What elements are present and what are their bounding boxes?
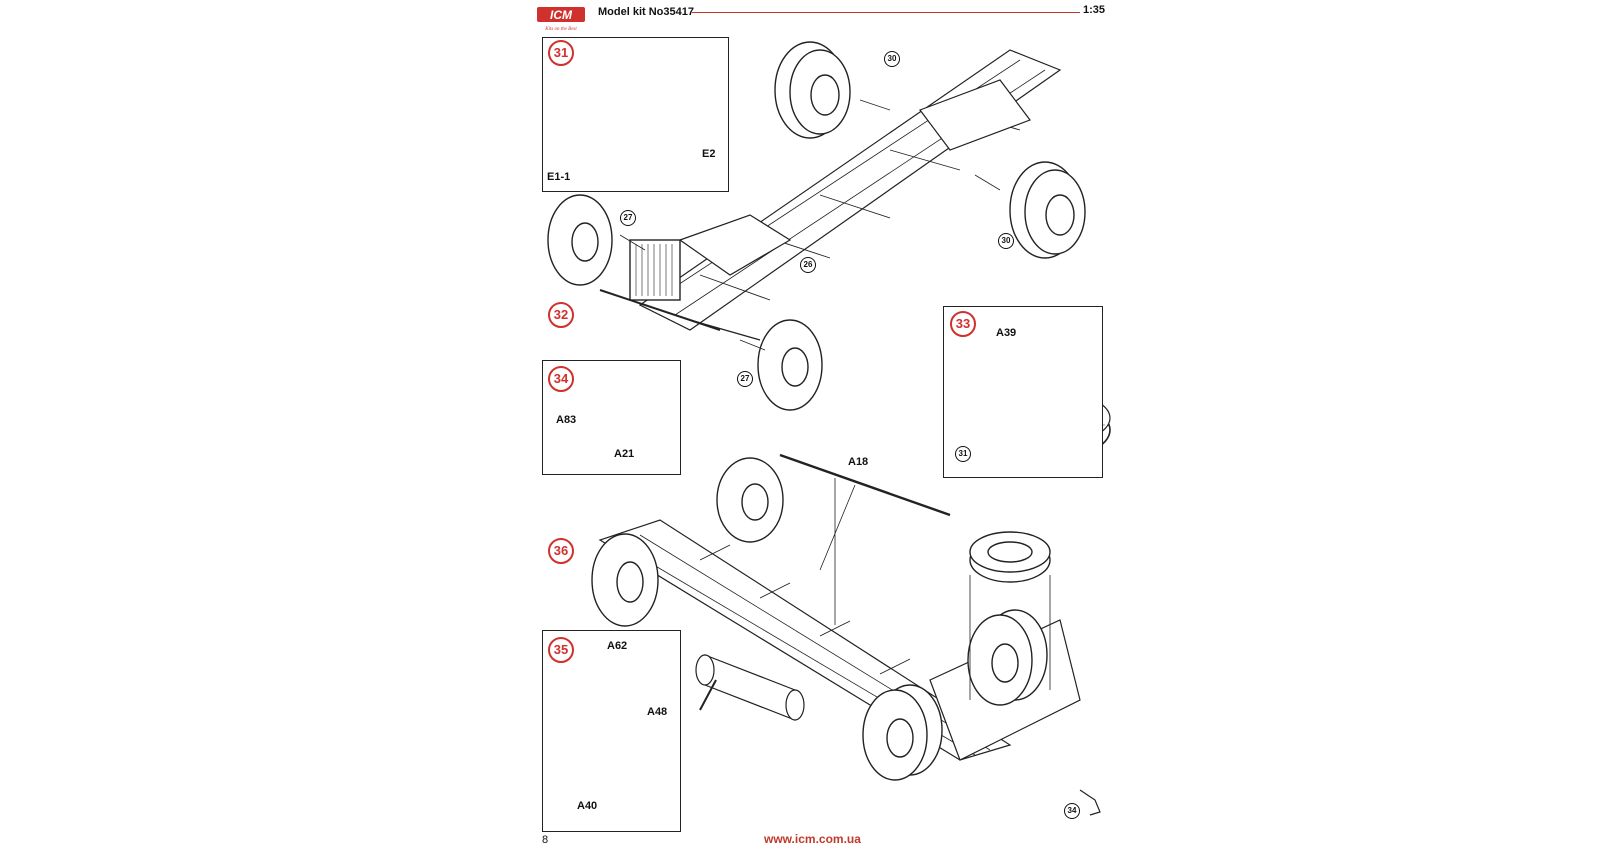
icm-logo: ICM Kits on the Best (537, 7, 585, 32)
step-number-31: 31 (548, 40, 574, 66)
part-label-a62: A62 (607, 640, 628, 652)
ref-step-27-left: 27 (620, 210, 636, 226)
step-31-box (542, 37, 729, 192)
step-number-33: 33 (950, 311, 976, 337)
ref-step-31: 31 (955, 446, 971, 462)
model-number: Model kit No35417 (598, 6, 694, 18)
chassis-bottom-drawing (591, 453, 1101, 816)
page-number: 8 (542, 834, 549, 846)
step-number-35: 35 (548, 637, 574, 663)
part-label-a48: A48 (647, 706, 668, 718)
website-url: www.icm.com.ua (764, 832, 861, 846)
step-35-box (542, 630, 681, 832)
ref-step-34: 34 (1064, 803, 1080, 819)
chassis-top-drawing (547, 41, 1086, 411)
step-number-34: 34 (548, 366, 574, 392)
ref-step-30-right: 30 (998, 233, 1014, 249)
part-label-a83: A83 (556, 414, 577, 426)
ref-step-30-top: 30 (884, 51, 900, 67)
svg-text:ICM: ICM (550, 8, 573, 22)
ref-step-27-bottom: 27 (737, 371, 753, 387)
part-label-a18: A18 (848, 456, 869, 468)
part-label-a40: A40 (577, 800, 598, 812)
svg-text:Kits on the Best: Kits on the Best (544, 27, 577, 32)
part-label-a21: A21 (614, 448, 635, 460)
step-number-36: 36 (548, 538, 574, 564)
scale-label: 1:35 (1083, 4, 1106, 16)
part-label-e1-1: E1-1 (547, 171, 571, 183)
step-number-32: 32 (548, 302, 574, 328)
header-rule (692, 12, 1080, 13)
ref-step-26: 26 (800, 257, 816, 273)
part-label-e2: E2 (702, 148, 716, 160)
part-label-a39: A39 (996, 327, 1017, 339)
